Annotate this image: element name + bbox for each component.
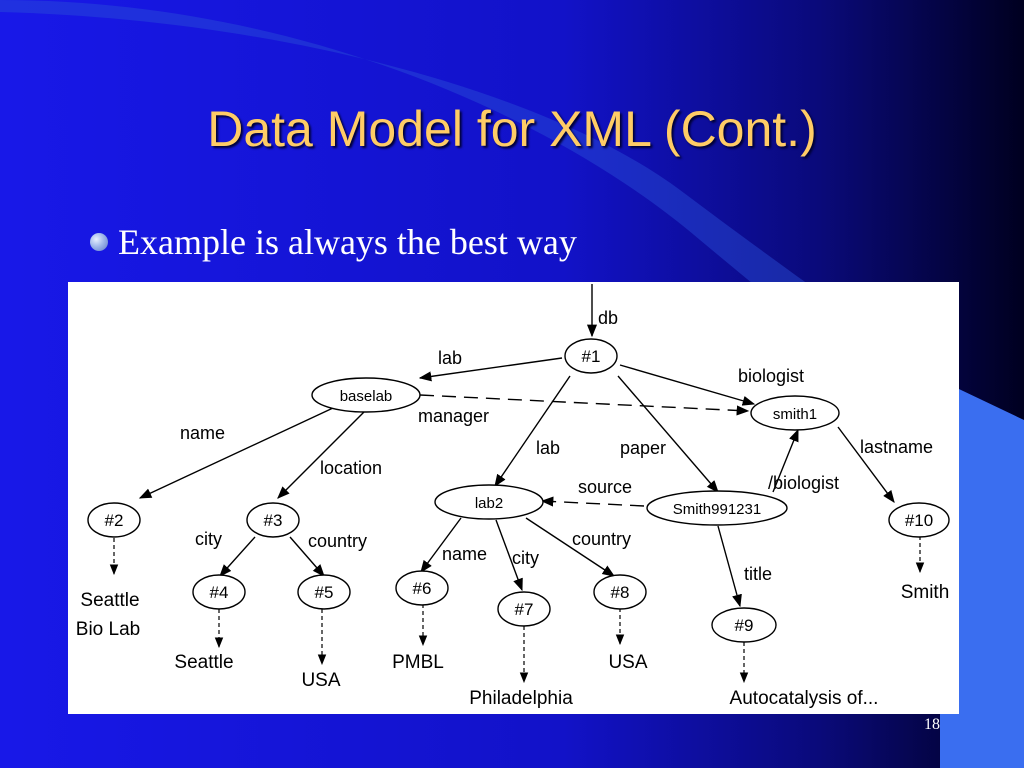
edge-lastname [837, 426, 895, 504]
edge-location [277, 409, 367, 499]
edge-name-mid [420, 517, 462, 574]
node-smith1 [750, 395, 840, 431]
edge-source [540, 496, 645, 507]
edge-label-name-left: name [180, 423, 225, 443]
edge-paper [617, 375, 719, 493]
edge-label-db: db [598, 308, 618, 328]
node-label-7: #7 [515, 600, 534, 619]
node-3 [246, 502, 300, 538]
node-lab2 [434, 484, 544, 520]
value-2-line2: Bio Lab [76, 619, 140, 640]
value-9: Autocatalysis of... [730, 688, 879, 709]
node-label-smith1: smith1 [773, 406, 817, 423]
slide-title: Data Model for XML (Cont.) [207, 101, 817, 157]
edge-label-city-mid: city [512, 548, 539, 568]
edge-label-biologist-top: biologist [738, 366, 804, 386]
value-5: USA [301, 670, 340, 691]
node-8 [593, 574, 647, 610]
edge-manager [419, 394, 750, 416]
edge-label-title: title [744, 564, 772, 584]
xml-data-model-diagram: #1 baselab smith1 #2 #3 lab2 Smith991231… [76, 284, 950, 709]
node-label-smith991231: Smith991231 [673, 501, 761, 518]
node-6 [395, 570, 449, 606]
edge-country-mid [525, 517, 616, 577]
edge-country-left [289, 536, 325, 577]
value-6: PMBL [392, 652, 444, 673]
bullet-dot-icon [90, 233, 108, 251]
value-10: Smith [901, 582, 950, 603]
node-2 [87, 502, 141, 538]
edge-label-country-mid: country [572, 529, 631, 549]
node-label-3: #3 [264, 511, 283, 530]
edge-label-name-mid: name [442, 544, 487, 564]
node-label-8: #8 [611, 583, 630, 602]
edge-label-biologist-mid: /biologist [768, 473, 839, 493]
slide-number: 18 [924, 716, 940, 733]
edge-label-lab-top: lab [438, 348, 462, 368]
node-7 [497, 591, 551, 627]
value-2-line1: Seattle [80, 590, 139, 611]
edge-label-location: location [320, 458, 382, 478]
edge-label-country-left: country [308, 531, 367, 551]
node-1 [564, 338, 618, 374]
edge-label-lastname: lastname [860, 437, 933, 457]
edge-label-manager: manager [418, 406, 489, 426]
node-smith991231 [646, 490, 788, 526]
node-baselab [311, 377, 421, 413]
edge-lab-top [418, 357, 563, 382]
node-label-2: #2 [105, 511, 124, 530]
node-label-1: #1 [582, 347, 601, 366]
node-5 [297, 574, 351, 610]
node-label-9: #9 [735, 616, 754, 635]
node-label-6: #6 [413, 579, 432, 598]
edge-label-source: source [578, 477, 632, 497]
node-label-10: #10 [905, 511, 933, 530]
edge-biologist-mid [772, 428, 799, 493]
node-label-lab2: lab2 [475, 495, 503, 512]
edge-city-mid [495, 519, 523, 592]
edge-biologist-top [619, 364, 756, 406]
bullet-text: Example is always the best way [118, 222, 577, 262]
edge-lab-mid [494, 375, 571, 488]
edge-name-left [138, 407, 334, 499]
value-7: Philadelphia [469, 688, 573, 709]
node-9 [711, 607, 777, 643]
edge-label-lab-mid: lab [536, 438, 560, 458]
bullet-item: Example is always the best way [90, 218, 577, 266]
edge-label-city-left: city [195, 529, 222, 549]
node-label-5: #5 [315, 583, 334, 602]
edge-city-left [219, 536, 256, 577]
node-4 [192, 574, 246, 610]
edge-title [717, 525, 742, 608]
value-8: USA [608, 652, 647, 673]
node-label-4: #4 [210, 583, 229, 602]
value-4: Seattle [174, 652, 233, 673]
edge-label-paper: paper [620, 438, 666, 458]
node-10 [888, 502, 950, 538]
diagram-panel: #1 baselab smith1 #2 #3 lab2 Smith991231… [68, 282, 959, 714]
node-label-baselab: baselab [340, 388, 393, 405]
